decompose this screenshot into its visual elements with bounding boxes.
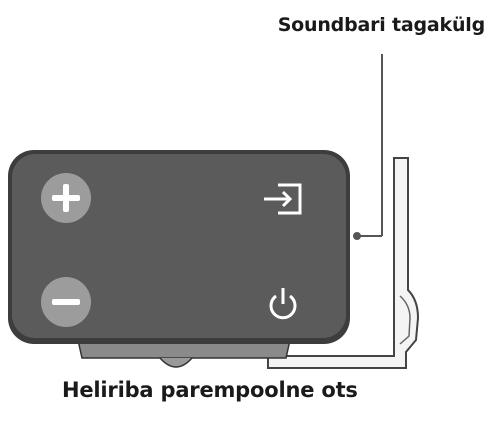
source-button[interactable] xyxy=(264,183,302,215)
source-input-icon xyxy=(264,183,302,215)
volume-up-button[interactable] xyxy=(41,173,91,223)
back-side-label: Soundbari tagakülg xyxy=(277,14,486,36)
power-button[interactable] xyxy=(269,288,297,320)
soundbar-end-bracket xyxy=(267,157,420,369)
leader-line xyxy=(353,54,383,240)
minus-icon xyxy=(52,299,80,305)
right-end-label: Heliriba parempoolne ots xyxy=(62,378,358,402)
power-icon xyxy=(269,288,297,320)
volume-down-button[interactable] xyxy=(41,277,91,327)
